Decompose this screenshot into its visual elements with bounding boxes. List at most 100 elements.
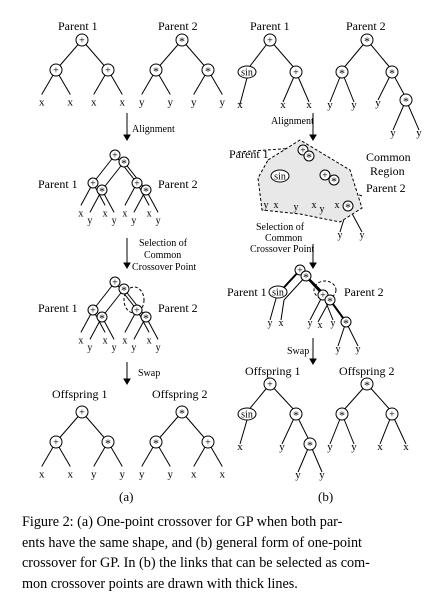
leaf-x: x (280, 99, 286, 111)
node-symbol: * (99, 311, 105, 325)
a-parent1-label-2: Parent 1 (38, 177, 78, 191)
node-symbol: * (105, 436, 111, 450)
leaf-x: x (274, 200, 279, 211)
a-selection-line2: Common (144, 250, 181, 261)
node-symbol: + (205, 438, 211, 449)
figure-2: + + + x x x x * * * y y y y + + + x x x x * * * y y y y + + + x x x x * * * y y… (0, 0, 430, 510)
figure-caption: Figure 2: (a) One-point crossover for GP… (22, 512, 414, 594)
a-parent2-label-3: Parent 2 (158, 301, 198, 315)
node-symbol: * (205, 64, 211, 78)
leaf-x: x (147, 335, 152, 346)
a-parent2-label: Parent 2 (158, 19, 198, 33)
node-symbol: * (364, 34, 370, 48)
leaf-x: x (312, 200, 317, 211)
leaf-y: y (351, 441, 357, 453)
b-selection-line2: Common (265, 233, 302, 244)
leaf-y: y (268, 318, 273, 329)
caption-line-2: ents have the same shape, and (b) genera… (22, 533, 414, 554)
leaf-y: y (279, 441, 285, 453)
leaf-x: x (147, 208, 152, 219)
leaf-y: y (308, 318, 313, 329)
leaf-x: x (39, 97, 45, 109)
leaf-y: y (294, 202, 299, 213)
b-swap-label: Swap (287, 346, 309, 357)
leaf-y: y (156, 215, 161, 226)
node-symbol: * (327, 294, 333, 308)
a-parent2-label-2: Parent 2 (158, 177, 198, 191)
node-symbol: + (90, 179, 96, 190)
node-symbol: + (112, 278, 118, 289)
node-symbol: + (90, 306, 96, 317)
node-symbol: + (53, 66, 59, 77)
leaf-y: y (131, 342, 136, 353)
a-alignment-label: Alignment (132, 124, 175, 135)
leaf-y: y (168, 97, 174, 109)
b-selection-line3: Crossover Point (250, 244, 314, 255)
arrow-head (310, 359, 316, 364)
leaf-x: x (122, 335, 127, 346)
node-symbol: * (121, 283, 127, 297)
a-offspring1-label: Offspring 1 (52, 387, 107, 401)
leaf-y: y (375, 97, 381, 109)
leaf-y: y (168, 469, 174, 481)
node-symbol: * (343, 316, 349, 330)
leaf-x: x (91, 97, 97, 109)
node-symbol: sin (241, 68, 253, 79)
node-symbol: + (105, 66, 111, 77)
node-symbol: * (306, 150, 312, 164)
node-symbol: * (153, 436, 159, 450)
b-selection-line1: Selection of (256, 222, 305, 233)
a-selection-line1: Selection of (139, 238, 188, 249)
node-symbol: * (143, 184, 149, 198)
leaf-y: y (327, 441, 333, 453)
b-parent1-label: Parent 1 (250, 19, 290, 33)
leaf-y: y (320, 204, 325, 215)
b-offspring2-label: Offspring 2 (339, 364, 394, 378)
a-swap-label: Swap (138, 368, 160, 379)
tree-edge (281, 300, 284, 320)
leaf-x: x (377, 441, 383, 453)
leaf-y: y (360, 230, 365, 241)
node-symbol: * (339, 66, 345, 80)
node-symbol: + (293, 68, 299, 79)
leaf-y: y (139, 97, 145, 109)
node-symbol: * (339, 408, 345, 422)
leaf-x: x (237, 441, 243, 453)
a-selection-line3: Crossover Point (132, 262, 196, 273)
leaf-x: x (68, 469, 74, 481)
node-symbol: * (293, 408, 299, 422)
leaf-y: y (220, 97, 226, 109)
leaf-x: x (237, 99, 243, 111)
node-symbol: * (403, 94, 409, 108)
leaf-x: x (78, 208, 83, 219)
leaf-y: y (264, 200, 269, 211)
leaf-x: x (306, 99, 312, 111)
leaf-x: x (120, 97, 126, 109)
b-common-region-line1: Common (366, 150, 411, 164)
node-symbol: + (79, 408, 85, 419)
node-symbol: * (364, 378, 370, 392)
leaf-y: y (356, 344, 361, 355)
leaf-y: y (336, 344, 341, 355)
node-symbol: * (179, 34, 185, 48)
leaf-y: y (390, 127, 396, 139)
node-symbol: + (79, 36, 85, 47)
node-symbol: + (267, 380, 273, 391)
leaf-x: x (318, 320, 323, 331)
node-symbol: sin (241, 410, 253, 421)
b-parent2-label-2: Parent 2 (366, 181, 406, 195)
arrow-head (310, 135, 316, 140)
leaf-y: y (416, 127, 422, 139)
leaf-y: y (91, 469, 97, 481)
leaf-y: y (351, 99, 357, 111)
a-parent1-label-3: Parent 1 (38, 301, 78, 315)
node-symbol: + (112, 151, 118, 162)
leaf-y: y (327, 99, 333, 111)
node-symbol: + (389, 410, 395, 421)
leaf-y: y (120, 469, 126, 481)
leaf-y: y (87, 215, 92, 226)
b-alignment-label: Alignment (271, 116, 314, 127)
caption-line-1: Figure 2: (a) One-point crossover for GP… (22, 512, 414, 533)
b-parent2-label-3: Parent 2 (344, 285, 384, 299)
node-symbol: * (121, 156, 127, 170)
